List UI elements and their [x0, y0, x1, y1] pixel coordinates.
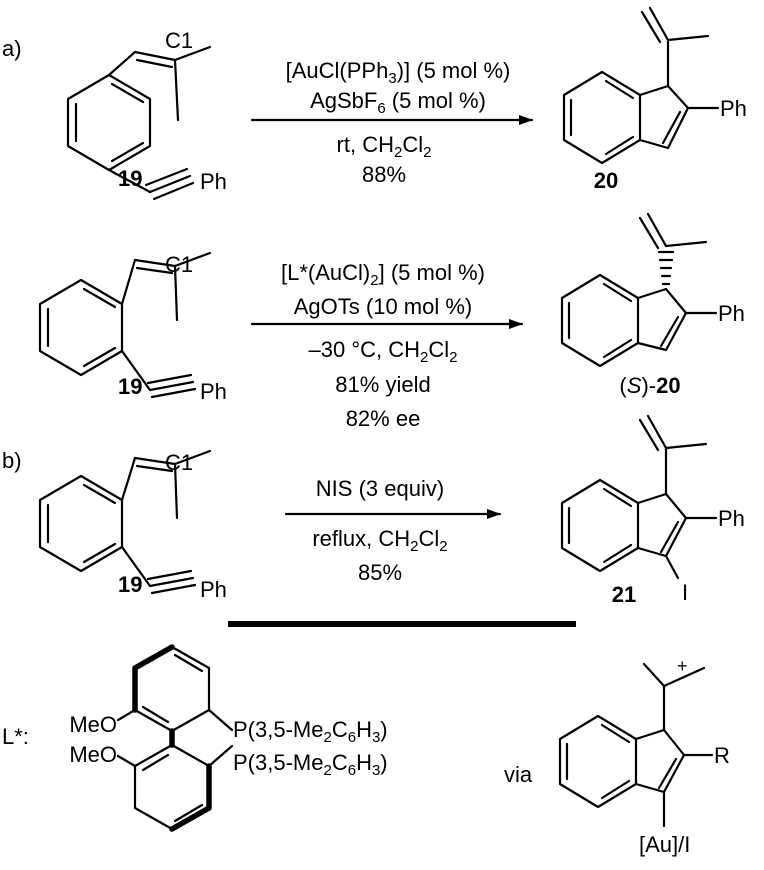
r-group-label: R: [714, 743, 730, 768]
compound-number: 19: [118, 166, 142, 191]
compound-number: 20: [594, 168, 618, 193]
phenyl-label: Ph: [718, 301, 745, 326]
atom-label-c1: C1: [165, 28, 193, 53]
reactant-19-row1: C1 19 Ph: [66, 28, 227, 201]
condition-line: rt, CH2Cl2: [337, 132, 432, 161]
compound-number: 19: [118, 374, 142, 399]
product-s-20: Ph (S)-20: [560, 212, 745, 398]
reagent-line: AgSbF6 (5 mol %): [310, 88, 486, 117]
via-label: via: [504, 762, 533, 787]
intermediate: via + R [Au]/I: [504, 656, 730, 857]
compound-number: 21: [612, 582, 636, 607]
iodine-label: I: [682, 580, 688, 605]
hashed-wedge-bond: [657, 250, 675, 286]
phosphine-label: P(3,5-Me2C6H3): [233, 750, 388, 779]
ligand-label: L*:: [2, 724, 29, 749]
ligand-l-star: L*: MeO MeO P(3,5-Me2C6H3) P(3,5-Me2C6H3…: [2, 644, 388, 832]
phenyl-label: Ph: [718, 506, 745, 531]
reactant-19-row2: C1 19 Ph: [38, 251, 227, 404]
phenyl-label: Ph: [720, 96, 747, 121]
compound-number: 19: [118, 572, 142, 597]
phosphine-label: P(3,5-Me2C6H3): [233, 717, 388, 746]
condition-line: –30 °C, CH2Cl2: [309, 337, 458, 366]
condition-line: reflux, CH2Cl2: [312, 526, 447, 555]
atom-label-c1: C1: [165, 450, 193, 475]
reagent-line: [L*(AuCl)2] (5 mol %): [281, 260, 485, 289]
compound-label: (S)-20: [619, 373, 680, 398]
reagent-line: AgOTs (10 mol %): [294, 294, 473, 319]
phenyl-label: Ph: [200, 379, 227, 404]
atom-label-c1: C1: [165, 252, 193, 277]
yield-text: 85%: [358, 560, 402, 585]
product-20: Ph 20: [562, 6, 747, 193]
methoxy-label: MeO: [69, 712, 117, 737]
yield-text: 81% yield: [335, 372, 430, 397]
product-21: Ph I 21: [560, 414, 745, 607]
reagent-line: [AuCl(PPh3)] (5 mol %): [286, 58, 511, 87]
conditions-a2: [L*(AuCl)2] (5 mol %) AgOTs (10 mol %) –…: [250, 260, 524, 431]
conditions-a1: [AuCl(PPh3)] (5 mol %) AgSbF6 (5 mol %) …: [250, 58, 534, 187]
phenyl-label: Ph: [200, 577, 227, 602]
part-a-label: a): [2, 36, 22, 61]
conditions-b: NIS (3 equiv) reflux, CH2Cl2 85%: [284, 476, 502, 585]
phenyl-label: Ph: [200, 169, 227, 194]
ee-text: 82% ee: [346, 406, 421, 431]
metal-label: [Au]/I: [639, 832, 690, 857]
methoxy-label: MeO: [69, 742, 117, 767]
part-b-label: b): [2, 448, 22, 473]
cation-charge: +: [677, 656, 688, 676]
reagent-line: NIS (3 equiv): [316, 476, 444, 501]
reactant-19-row3: C1 19 Ph: [38, 449, 227, 602]
yield-text: 88%: [362, 162, 406, 187]
